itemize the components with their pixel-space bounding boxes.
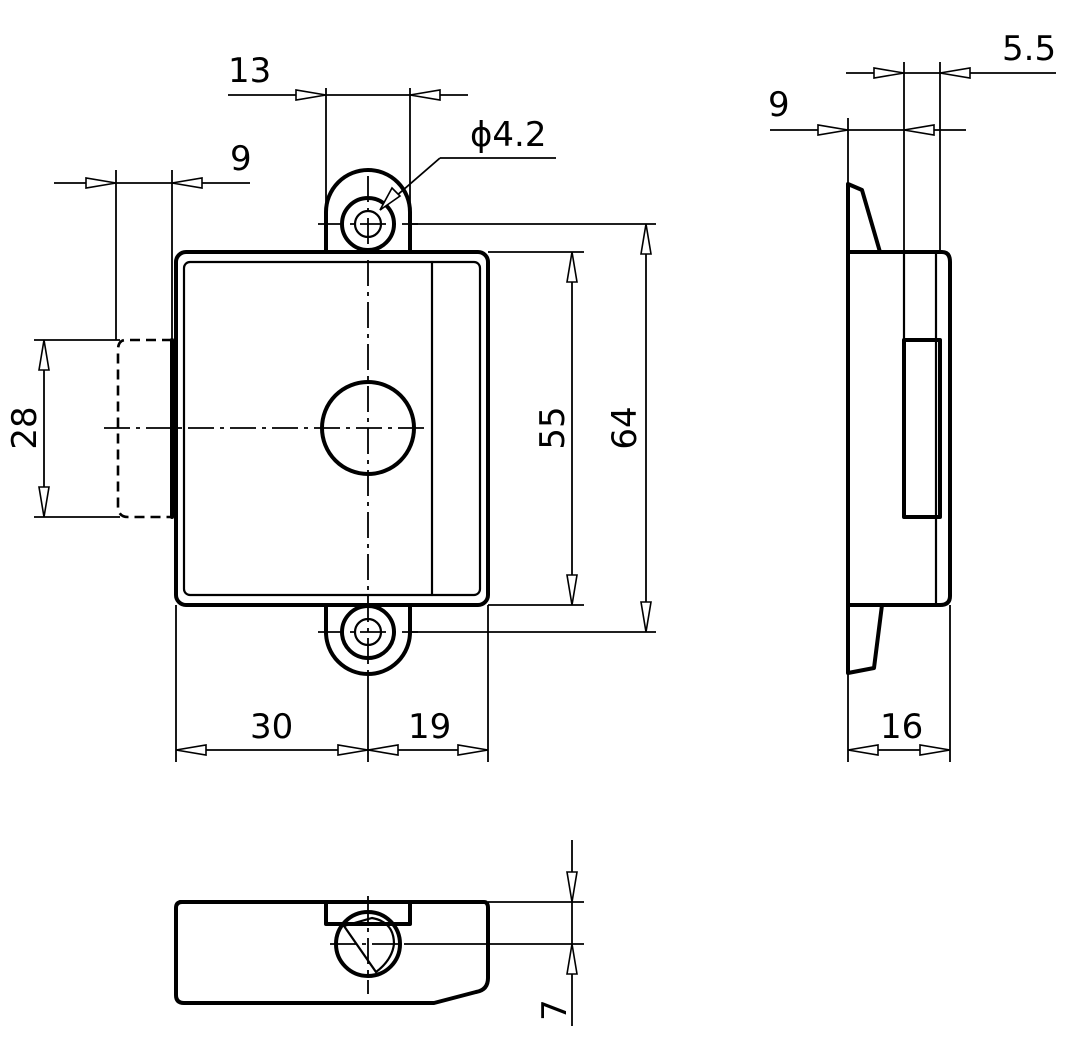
housing-inner-outline <box>182 260 482 597</box>
dimension-5-5-label: 5.5 <box>1002 29 1056 69</box>
bottom-body <box>174 900 490 1005</box>
dimension-55: 55 <box>488 251 584 606</box>
bottom-notch <box>324 900 412 926</box>
dimension-64-label: 64 <box>605 406 645 449</box>
dimension-30: 30 <box>175 605 369 762</box>
dimension-9-top-left-label: 9 <box>230 139 252 179</box>
side-bottom-flange <box>846 603 884 675</box>
dimension-19-label: 19 <box>408 707 451 747</box>
top-mounting-ear <box>324 168 412 252</box>
dimension-30-label: 30 <box>250 707 293 747</box>
dimension-16-label: 16 <box>880 707 923 747</box>
dimension-hole-diameter-label: ϕ4.2 <box>470 115 547 155</box>
side-top-flange <box>846 182 882 254</box>
dimension-7: 7 <box>406 840 584 1026</box>
dimension-13-label: 13 <box>228 51 271 91</box>
dimension-28-label: 28 <box>5 406 45 449</box>
dimension-9-side-label: 9 <box>768 85 790 125</box>
dimension-64: 64 <box>410 223 656 633</box>
dimension-hole-diameter: ϕ4.2 <box>379 115 556 211</box>
dimension-28: 28 <box>5 339 120 518</box>
bottom-cam <box>342 916 396 974</box>
hidden-latch-bolt <box>116 338 172 519</box>
side-view <box>846 182 952 675</box>
side-bolt <box>902 338 942 519</box>
dimension-9-side: 9 <box>768 85 966 184</box>
dimension-5-5: 5.5 <box>846 29 1056 252</box>
dimension-9-top-left: 9 <box>54 139 252 340</box>
housing-outline <box>174 250 490 607</box>
dimension-19: 19 <box>367 605 489 762</box>
dimension-7-label: 7 <box>535 999 575 1021</box>
bottom-view <box>174 896 490 1005</box>
dimension-55-label: 55 <box>533 406 573 449</box>
dimension-13: 13 <box>228 51 468 250</box>
dimension-16: 16 <box>847 605 951 762</box>
side-body <box>846 250 952 607</box>
front-view <box>104 168 490 676</box>
